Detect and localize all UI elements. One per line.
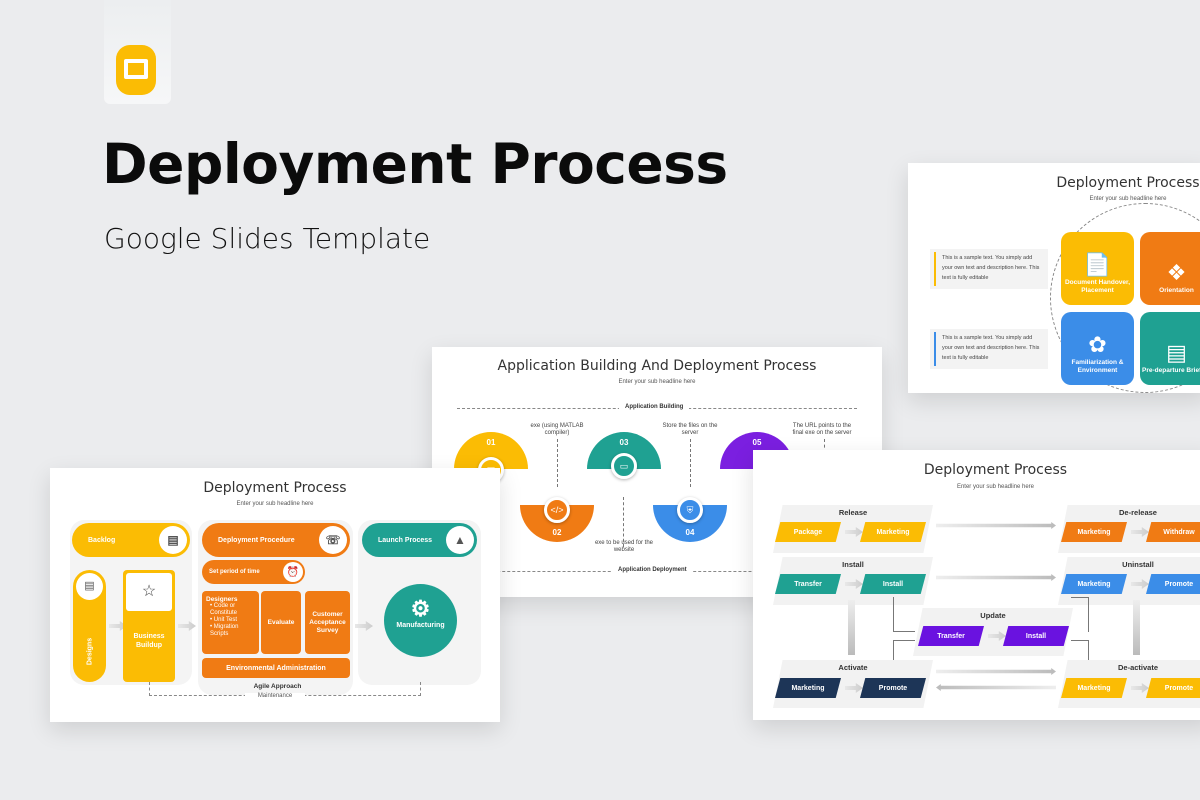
tile-document-handover: 📄Document Handover, Placement <box>1061 232 1134 305</box>
slide-preview-app-building[interactable]: Application Building And Deployment Proc… <box>432 347 882 597</box>
slide-preview-agile[interactable]: Deployment Process Enter your sub headli… <box>50 468 500 722</box>
monitor-icon: ▭ <box>611 453 637 479</box>
slide-subtitle: Enter your sub headline here <box>236 501 314 507</box>
server-rack-icon: ▤ <box>159 526 187 554</box>
gears-icon: ⚙ <box>410 596 431 621</box>
tile-orientation: ❖Orientation <box>1140 232 1200 305</box>
slide-subtitle: Enter your sub headline here <box>1089 196 1167 202</box>
shield-icon: ⛨ <box>677 497 703 523</box>
env-admin-box: Environmental Administration <box>202 658 350 678</box>
google-slides-icon <box>116 45 156 95</box>
signpost-icon: ❖ <box>1166 260 1187 285</box>
alarm-clock-icon: ⏰ <box>283 562 303 582</box>
rocket-icon: ▲ <box>446 526 474 554</box>
slide-preview-cycle[interactable]: Deployment Process Enter your sub headli… <box>908 163 1200 393</box>
section-label: Application Building <box>619 404 690 410</box>
document-icon: 📄 <box>1083 252 1112 277</box>
designs-bar: ▤ Designs <box>73 570 106 682</box>
deployment-procedure-pill: Deployment Procedure☏ <box>202 523 350 557</box>
page-subtitle: Google Slides Template <box>104 222 431 255</box>
tile-pre-departure: ▤Pre-departure Briefing <box>1140 312 1200 385</box>
designers-box: Designers • Code or Constitute• Unit Tes… <box>202 591 259 654</box>
logo-tab <box>104 0 171 104</box>
text-note: This is a sample text. You simply add yo… <box>930 329 1048 369</box>
slide-preview-lifecycle[interactable]: Deployment Process Enter your sub headli… <box>753 450 1200 720</box>
manufacturing-circle: ⚙ Manufacturing <box>384 584 457 657</box>
slide-title: Deployment Process <box>203 480 347 496</box>
presenter-icon: ☆ <box>126 573 172 611</box>
customer-survey-box: Customer Acceptance Survey <box>305 591 350 654</box>
slide-subtitle: Enter your sub headline here <box>956 484 1035 490</box>
code-icon: </> <box>544 497 570 523</box>
text-note: This is a sample text. You simply add yo… <box>930 249 1048 289</box>
presentation-icon: ▤ <box>1166 340 1187 365</box>
slide-title: Deployment Process <box>923 462 1068 478</box>
slide-title: Deployment Process <box>1056 175 1200 191</box>
slide-title: Application Building And Deployment Proc… <box>497 358 817 374</box>
mobile-megaphone-icon: ☏ <box>319 526 347 554</box>
business-buildup-box: ☆ Business Buildup <box>123 570 175 682</box>
evaluate-box: Evaluate <box>261 591 301 654</box>
launch-process-pill: Launch Process▲ <box>362 523 477 557</box>
page-title: Deployment Process <box>102 132 728 196</box>
tile-familiarization: ✿Familiarization & Environment <box>1061 312 1134 385</box>
backlog-pill: Backlog▤ <box>72 523 190 557</box>
section-label: Application Deployment <box>612 567 693 573</box>
slide-subtitle: Enter your sub headline here <box>618 379 696 385</box>
plant-hand-icon: ✿ <box>1088 332 1107 357</box>
set-period-pill: Set period of time⏰ <box>202 560 305 584</box>
presentation-icon: ▤ <box>76 573 103 600</box>
